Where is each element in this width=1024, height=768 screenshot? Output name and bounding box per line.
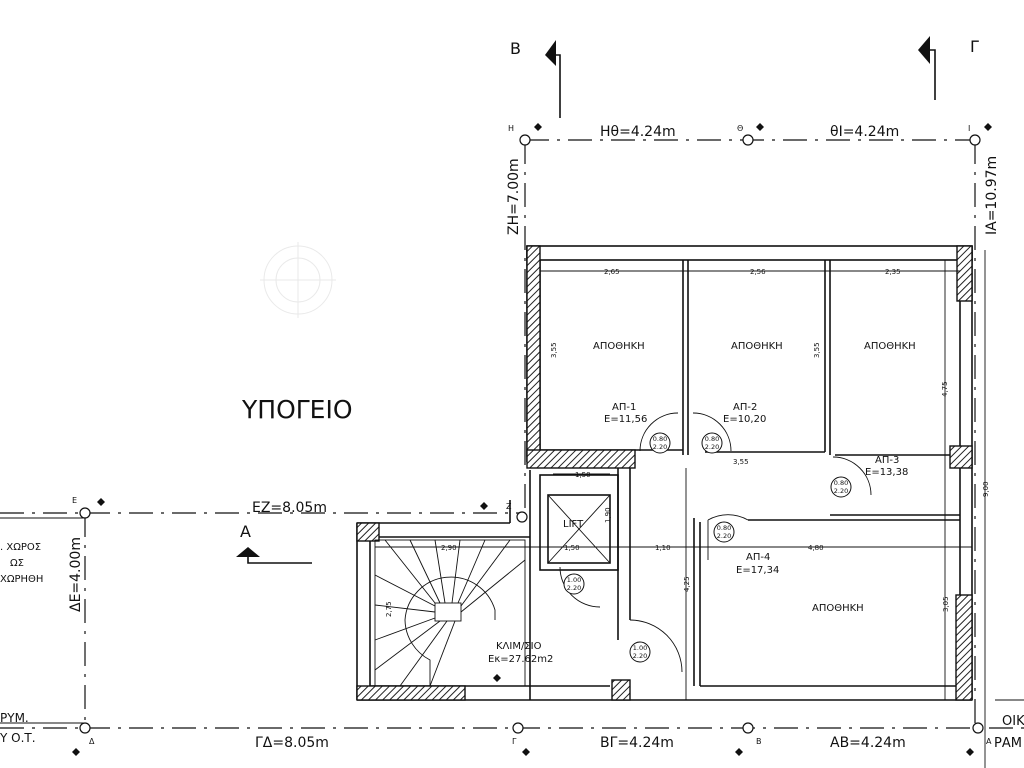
dim-1-10: 1,10 — [655, 544, 671, 552]
door-tag-text: 2.20 — [653, 443, 667, 451]
dim-4-75: 4,75 — [941, 381, 949, 397]
room-1-name: ΑΠΟΘΗΚΗ — [593, 341, 645, 352]
point-h-marker — [519, 134, 531, 146]
point-z-label: Ζ — [506, 502, 512, 511]
point-a-marker — [972, 722, 984, 734]
dim-a-b: ΑΒ=4.24m — [830, 735, 906, 751]
point-g-marker — [512, 722, 524, 734]
dim-3-55-c: 3,55 — [733, 458, 749, 466]
door-tag-text: 2.20 — [705, 443, 719, 451]
door-tag-text: 2.20 — [834, 487, 848, 495]
door-tag: 0.802.20 — [701, 432, 723, 454]
door-tag: 0.802.20 — [649, 432, 671, 454]
dim-e-z: ΕΖ=8.05m — [252, 500, 327, 516]
point-g-label: Γ — [512, 737, 517, 746]
section-b-label: B — [510, 39, 521, 58]
point-e-marker — [79, 507, 91, 519]
side-note-right-bottom-2: ΡΑΜ — [994, 736, 1022, 751]
door-tag-text: 0.80 — [653, 435, 667, 443]
dim-z-h: ΖΗ=7.00m — [506, 158, 522, 235]
point-z-marker — [516, 511, 528, 523]
section-a-label: A — [240, 522, 251, 541]
dim-3-55-a: 3,55 — [550, 342, 558, 358]
floor-title: ΥΠΟΓΕΙΟ — [241, 395, 353, 424]
side-note-right-bottom-1: ΟΙΚ — [1002, 714, 1024, 729]
dim-g-d: ΓΔ=8.05m — [255, 735, 329, 751]
staircase — [374, 539, 526, 687]
point-b-label: Β — [756, 737, 762, 746]
dim-4-25: 4,25 — [683, 576, 691, 592]
section-g-label: Γ — [970, 37, 979, 56]
room-2-name: ΑΠΟΘΗΚΗ — [731, 341, 783, 352]
section-marks: B Γ A — [236, 36, 979, 564]
door-tag-text: 2.20 — [633, 652, 647, 660]
point-d-marker — [79, 722, 91, 734]
lift-label: LIFT — [563, 519, 584, 530]
dim-2-35: 2,35 — [885, 268, 901, 276]
stair-name: ΚΛΙΜ/ΣΙΟ — [496, 641, 542, 652]
dim-4-80: 4,80 — [808, 544, 824, 552]
point-th-marker — [742, 134, 754, 146]
room-2-area: Ε=10,20 — [723, 414, 766, 425]
dim-d-e: ΔΕ=4.00m — [68, 537, 84, 612]
dim-b-g: ΒΓ=4.24m — [600, 735, 674, 751]
point-h-label: Η — [508, 124, 514, 133]
side-note-left-bottom-2: Υ Ο.Τ. — [0, 731, 36, 745]
door-tag-text: 1.00 — [633, 644, 647, 652]
side-note-left-bottom-1: ΡΥΜ. — [0, 711, 29, 725]
door-tag-text: 0.80 — [717, 524, 731, 532]
room-1-area: Ε=11,56 — [604, 414, 647, 425]
room-3-code: ΑΠ-3 — [875, 455, 899, 466]
room-4-code: ΑΠ-4 — [746, 552, 770, 563]
point-b-marker — [742, 722, 754, 734]
door-tag: 0.802.20 — [830, 476, 852, 498]
dim-1-90: 1,90 — [604, 507, 612, 523]
door-tag-text: 0.80 — [834, 479, 848, 487]
side-note-left-3: ΧΩΡΗΘΗ — [0, 574, 43, 585]
point-i-label: Ι — [968, 124, 970, 133]
door-tag-text: 1.00 — [567, 576, 581, 584]
dim-2-90: 2,90 — [441, 544, 457, 552]
door-tag: 0.802.20 — [713, 521, 735, 543]
point-a-label: Α — [986, 737, 992, 746]
compass-watermark — [260, 242, 336, 318]
dim-h-th: Ηθ=4.24m — [600, 124, 676, 140]
dim-th-i: θΙ=4.24m — [830, 124, 899, 140]
door-swings — [559, 412, 872, 673]
dim-i-a: ΙΑ=10.97m — [984, 156, 1000, 235]
dim-3-05: 3,05 — [942, 596, 950, 612]
point-i-marker — [969, 134, 981, 146]
stair-area: Εκ=27.62m2 — [488, 654, 553, 665]
point-th-label: Θ — [737, 124, 743, 133]
room-2-code: ΑΠ-2 — [733, 402, 757, 413]
dim-1-50-b: 1,50 — [564, 544, 580, 552]
lift-shaft: LIFT — [539, 474, 619, 571]
door-tag-text: 0.80 — [705, 435, 719, 443]
room-4-area: Ε=17,34 — [736, 565, 779, 576]
door-tag-text: 2.20 — [717, 532, 731, 540]
side-note-left-1: . ΧΩΡΟΣ — [0, 542, 41, 553]
point-d-label: Δ — [89, 737, 95, 746]
dim-2-56: 2,56 — [750, 268, 766, 276]
room-4-name: ΑΠΟΘΗΚΗ — [812, 603, 864, 614]
dim-2-75: 2,75 — [385, 601, 393, 617]
property-boundary: Η Θ Ι Ε Ζ Δ Γ Β Α Ηθ=4.24m θΙ=4.24m ΕΖ=8… — [0, 123, 1024, 768]
door-tag: 1.002.20 — [629, 641, 651, 663]
building-walls — [356, 245, 973, 701]
side-note-left-2: ΩΣ — [10, 558, 24, 569]
door-tag: 1.002.20 — [563, 573, 585, 595]
dim-3-55-b: 3,55 — [813, 342, 821, 358]
room-3-area: Ε=13,38 — [865, 467, 908, 478]
elevation-markers — [72, 123, 992, 756]
dim-2-65: 2,65 — [604, 268, 620, 276]
door-tag-text: 2.20 — [567, 584, 581, 592]
room-3-name: ΑΠΟΘΗΚΗ — [864, 341, 916, 352]
point-e-label: Ε — [72, 496, 77, 505]
room-1-code: ΑΠ-1 — [612, 402, 636, 413]
dim-1-50-a: 1,50 — [575, 471, 591, 479]
dim-9-00: 9,00 — [982, 481, 990, 497]
